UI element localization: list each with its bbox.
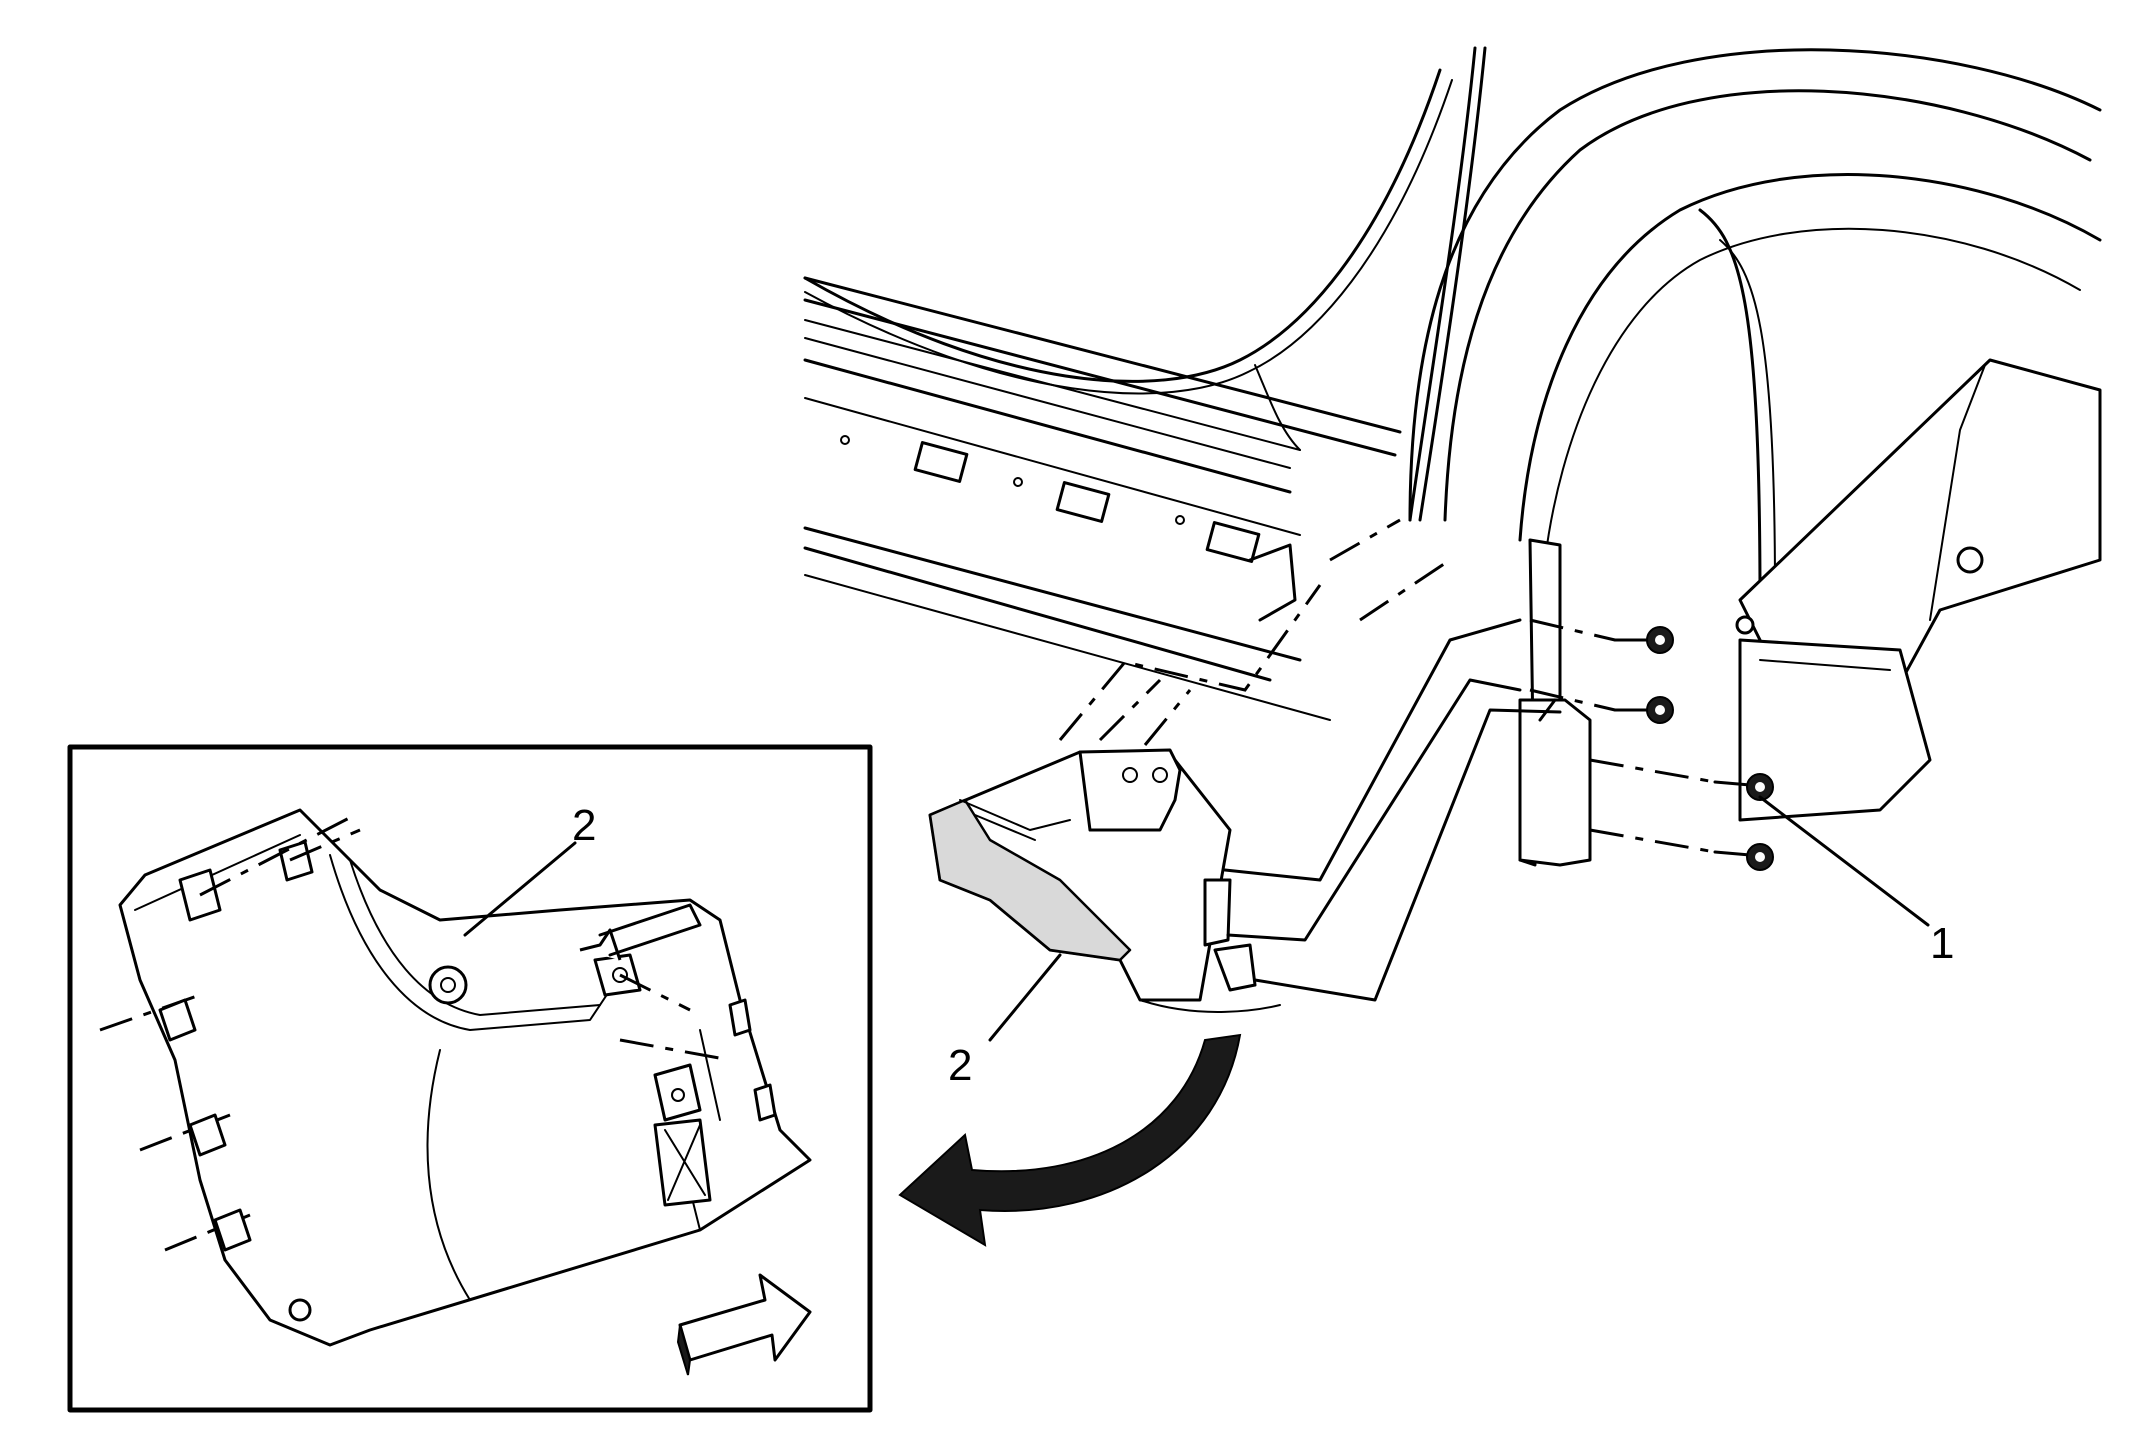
callout-2: 2 — [948, 1041, 972, 1090]
leader-lines — [463, 795, 1930, 1042]
bolt-4 — [1713, 843, 1774, 871]
view-direction-arrow — [676, 1273, 812, 1376]
splash-guard — [1518, 538, 1592, 867]
bolt-1 — [1613, 626, 1674, 654]
callout-1: 1 — [1930, 919, 1954, 968]
detail-inset — [67, 744, 873, 1413]
rocker-panel — [803, 276, 1402, 721]
assembly-lines — [1058, 518, 1562, 1002]
callout-2-detail: 2 — [572, 801, 596, 850]
wheel-opening — [1408, 48, 2102, 822]
bolt-set — [1529, 618, 1774, 871]
rocker-end-panel — [928, 748, 1281, 1013]
bolt-3 — [1713, 773, 1774, 801]
curved-view-arrow — [898, 1033, 1242, 1247]
bolt-2 — [1613, 696, 1674, 724]
body-pillar — [803, 46, 1487, 522]
